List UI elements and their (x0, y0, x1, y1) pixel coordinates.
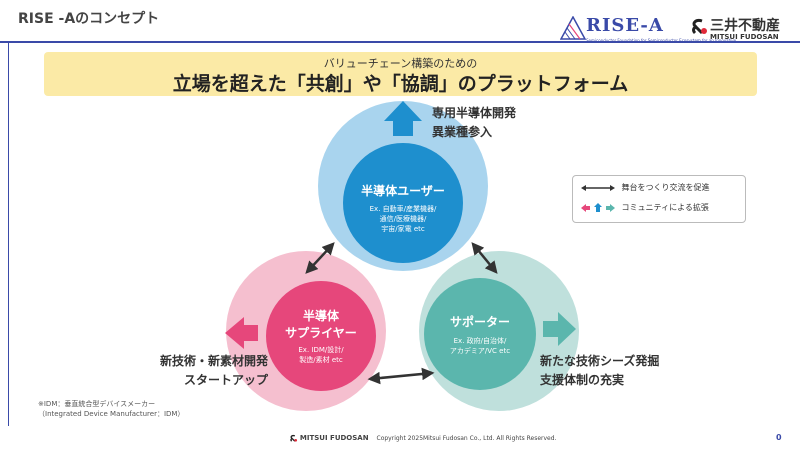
users-supporters-interaction-arrow-icon (471, 242, 498, 274)
legend-box: 舞台をつくり交流を促進 コミュニティによる拡張 (572, 175, 746, 223)
suppliers-expansion-arrow-icon (225, 317, 258, 349)
company-name-en: MITSUI FUDOSAN (710, 33, 779, 41)
supporters-title: サポーター (449, 315, 510, 329)
supporters-expansion-arrow-icon (543, 312, 576, 346)
company-name-jp: 三井不動産 (710, 18, 780, 34)
users-desc-1: Ex. 自動車/産業機器/ (369, 205, 437, 213)
right-caption-line-2: 支援体制の充実 (540, 373, 625, 387)
slide-title: RISE -Aのコンセプト (18, 11, 160, 27)
footer: MITSUI FUDOSAN Copyright 2025Mitsui Fudo… (288, 434, 556, 443)
left-caption: 新技術・新素材開発 スタートアップ (140, 352, 268, 390)
supporters-label: サポーター Ex. 政府/自治体/ アカデミア/VC etc (425, 313, 535, 356)
suppliers-circle (266, 281, 376, 391)
header-divider (0, 41, 800, 43)
legend-row-interaction: 舞台をつくり交流を促進 (581, 182, 710, 194)
users-label: 半導体ユーザー Ex. 自動車/産業機器/ 通信/医療機器/ 宇宙/家電 etc (343, 182, 463, 234)
rise-a-logo: RISE-A Semiconductor Foundation for Semi… (560, 14, 736, 44)
right-caption: 新たな技術シーズ発掘 支援体制の充実 (540, 352, 659, 390)
footer-mitsui-mark-icon (290, 434, 298, 442)
suppliers-desc-1: Ex. IDM/設計/ (298, 346, 344, 354)
suppliers-label: 半導体 サプライヤー Ex. IDM/設計/ 製造/素材 etc (266, 307, 376, 365)
users-suppliers-interaction-arrow-icon (305, 242, 335, 274)
page-number: 0 (776, 433, 782, 442)
expansion-arrows-icon (581, 202, 615, 212)
left-border (8, 43, 9, 426)
users-desc-2: 通信/医療機器/ (379, 215, 427, 223)
supporters-circle (424, 278, 536, 390)
users-expansion-arrow-icon (384, 101, 422, 136)
users-circle (343, 143, 463, 263)
footer-copyright: Copyright 2025Mitsui Fudosan Co., Ltd. A… (376, 435, 557, 442)
footnote-line-2: （Integrated Device Manufacturer：IDM） (38, 410, 185, 418)
footnote-line-1: ※IDM：垂直統合型デバイスメーカー (38, 400, 156, 408)
suppliers-title-1: 半導体 (302, 309, 339, 323)
concept-banner: バリューチェーン構築のための 立場を超えた「共創」や「協調」のプラットフォーム (44, 52, 757, 96)
double-arrow-icon (581, 184, 615, 191)
rise-triangle-icon (560, 16, 586, 40)
users-title: 半導体ユーザー (361, 184, 445, 198)
footer-brand: MITSUI FUDOSAN (299, 434, 369, 442)
mitsui-fudosan-logo: 三井不動産 MITSUI FUDOSAN (688, 13, 794, 45)
left-caption-line-2: スタートアップ (183, 373, 268, 387)
rise-logo-text: RISE-A (586, 15, 664, 36)
top-caption-line-2: 異業種参入 (432, 125, 493, 139)
idm-footnote: ※IDM：垂直統合型デバイスメーカー （Integrated Device Ma… (38, 399, 184, 419)
suppliers-title-2: サプライヤー (285, 326, 357, 340)
legend-expansion-label: コミュニティによる拡張 (621, 203, 709, 212)
top-caption-line-1: 専用半導体開発 (432, 106, 517, 120)
supporters-desc-1: Ex. 政府/自治体/ (453, 337, 507, 345)
legend-interaction-label: 舞台をつくり交流を促進 (621, 183, 710, 192)
rise-logo-subtitle: Semiconductor Foundation for Semiconduct… (586, 38, 736, 43)
legend-row-expansion: コミュニティによる拡張 (581, 202, 709, 214)
mitsui-mark-icon (692, 19, 707, 35)
top-caption: 専用半導体開発 異業種参入 (432, 104, 516, 142)
banner-subtitle: バリューチェーン構築のための (323, 57, 478, 70)
banner-title: 立場を超えた「共創」や「協調」のプラットフォーム (172, 73, 629, 95)
suppliers-desc-2: 製造/素材 etc (299, 356, 343, 364)
right-caption-line-1: 新たな技術シーズ発掘 (540, 354, 660, 368)
users-desc-3: 宇宙/家電 etc (381, 225, 425, 233)
suppliers-supporters-interaction-arrow-icon (367, 367, 435, 385)
supporters-desc-2: アカデミア/VC etc (449, 347, 511, 355)
left-caption-line-1: 新技術・新素材開発 (159, 354, 268, 368)
